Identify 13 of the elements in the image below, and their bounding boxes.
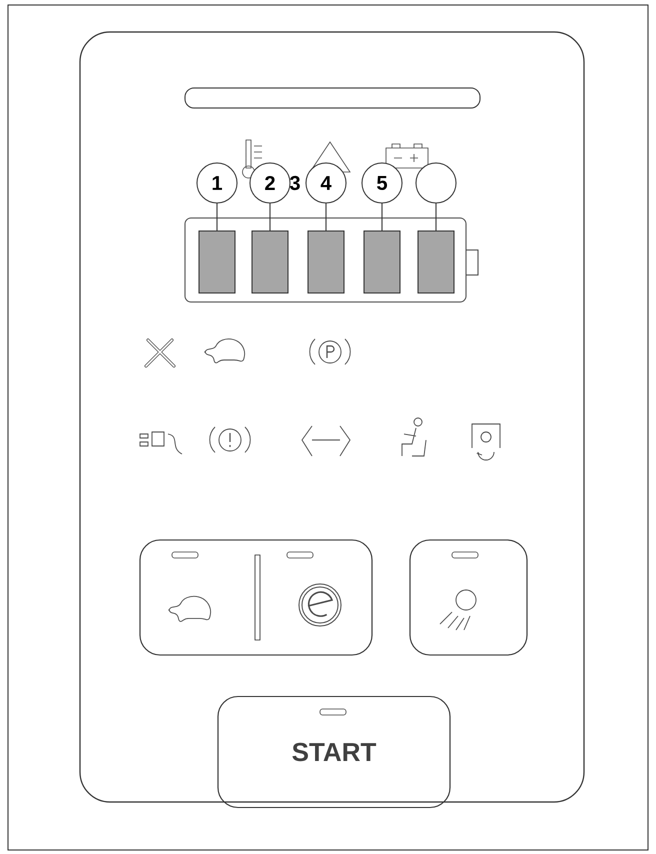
callout-number: 3 — [290, 176, 300, 190]
callout-number: 1 — [196, 162, 238, 204]
display-segment — [198, 230, 236, 294]
display-segment — [418, 230, 454, 294]
callout-number: 4 — [306, 162, 346, 204]
leader-line — [216, 203, 218, 231]
callout-number: 5 — [362, 162, 402, 204]
start-button: START — [217, 696, 451, 808]
display-segment — [364, 230, 400, 294]
callout-circle — [416, 162, 456, 204]
display-segment — [252, 230, 288, 294]
callout-number: 2 — [250, 162, 290, 204]
display-segment — [308, 230, 344, 294]
